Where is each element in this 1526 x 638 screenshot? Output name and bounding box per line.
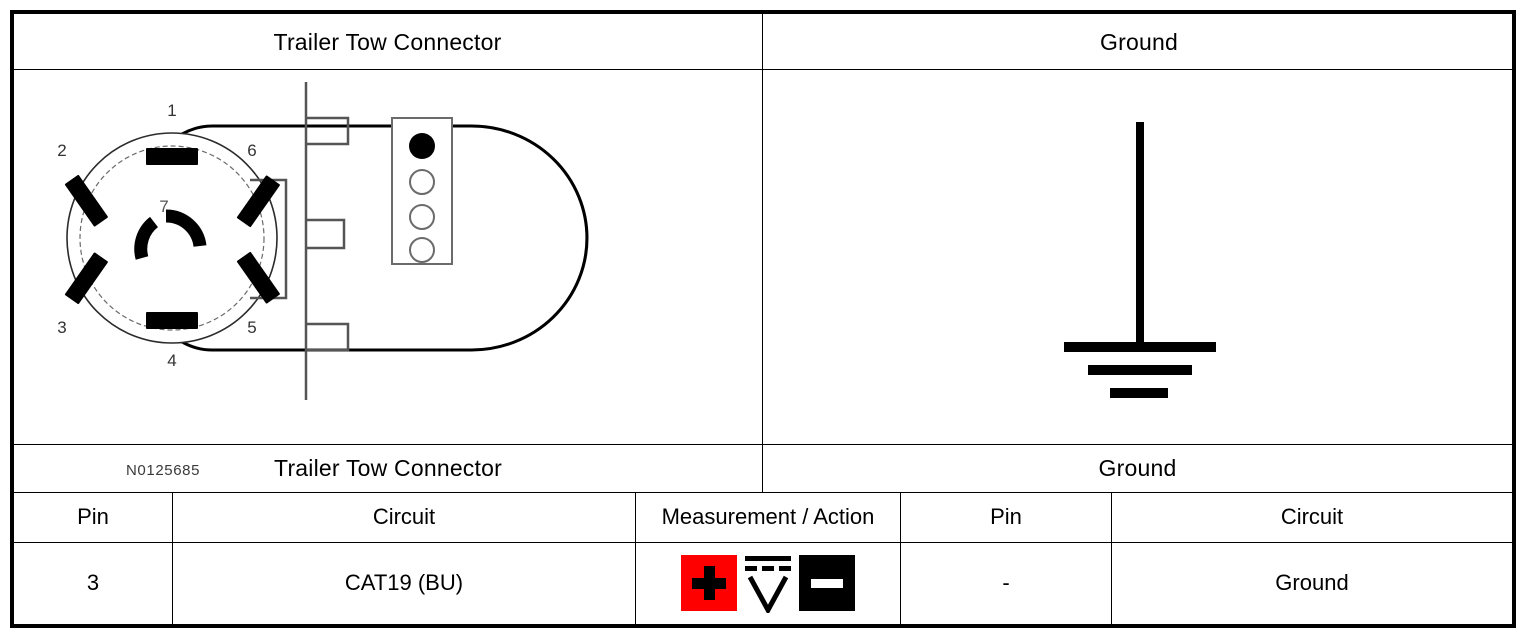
header-cell-connector: Trailer Tow Connector [14, 14, 761, 70]
dc-voltmeter-svg [745, 556, 791, 616]
cell-circuit-right: Ground [1275, 570, 1349, 595]
connector-diagram: 1 2 3 4 5 6 7 N0125685 [14, 70, 761, 479]
voltmeter-v-glyph [747, 575, 789, 616]
ground-bar-3 [1110, 388, 1168, 398]
divider-above-table-head [14, 492, 1512, 493]
pin-number-6: 6 [247, 141, 256, 160]
dc-dash-1 [745, 566, 757, 571]
column-header-pin-left-label: Pin [77, 504, 109, 529]
dc-voltmeter-icon [741, 553, 795, 616]
column-header-pin-left: Pin [14, 492, 172, 542]
latch-tab-middle [306, 218, 346, 250]
divider-col-pin-right [1111, 492, 1112, 624]
cell-pin-right-wrap: - [901, 542, 1111, 624]
cell-pin-right: - [1002, 570, 1010, 595]
minus-bar [811, 578, 843, 588]
pin-number-5: 5 [247, 318, 256, 337]
header-title-ground: Ground [1100, 28, 1178, 55]
divider-diagram-columns [762, 14, 763, 493]
divider-col-circuit-left [635, 492, 636, 624]
cell-pin-left: 3 [86, 570, 100, 595]
part-number-label: N0125685 [126, 462, 201, 479]
dc-solid-bar [745, 556, 791, 561]
cell-circuit-left-wrap: CAT19 (BU) [173, 542, 635, 624]
column-header-pin-right-label: Pin [990, 504, 1022, 529]
header-title-connector: Trailer Tow Connector [273, 28, 502, 55]
terminal-blade-2 [64, 174, 108, 227]
pin-number-2: 2 [57, 141, 66, 160]
terminal-hole-4 [409, 237, 435, 263]
dc-dash-3 [779, 566, 791, 571]
outer-frame: Trailer Tow Connector Ground [10, 10, 1516, 628]
pin-number-4: 4 [167, 351, 176, 370]
ground-svg [1064, 122, 1216, 398]
terminal-blade-4 [146, 312, 198, 329]
pin-number-7: 7 [159, 197, 168, 216]
terminal-blade-7-right [165, 209, 207, 248]
connector-svg: 1 2 3 4 5 6 7 [57, 82, 589, 400]
terminal-hole-1-filled [409, 133, 435, 159]
pin-number-3: 3 [57, 318, 66, 337]
cell-measurement-icons [636, 542, 900, 624]
header-cell-ground: Ground [766, 14, 1512, 70]
plus-vertical-bar [703, 566, 715, 600]
ground-diagram [766, 70, 1513, 444]
pin-number-1: 1 [167, 101, 176, 120]
section-header-ground: Ground [763, 444, 1512, 492]
cell-circuit-left: CAT19 (BU) [344, 570, 464, 595]
column-header-circuit-left-label: Circuit [372, 504, 436, 529]
ground-bar-1 [1064, 342, 1216, 352]
terminal-hole-3 [409, 204, 435, 230]
divider-col-pin-left [172, 492, 173, 624]
connector-face-circle [66, 132, 278, 344]
divider-col-measurement [900, 492, 901, 624]
column-header-measurement: Measurement / Action [636, 492, 900, 542]
column-header-measurement-label: Measurement / Action [661, 504, 875, 529]
table-row: 3 [14, 542, 172, 624]
column-header-pin-right: Pin [901, 492, 1111, 542]
section-title-ground: Ground [1098, 454, 1177, 481]
terminal-blade-6 [236, 175, 280, 228]
dc-dash-2 [762, 566, 774, 571]
terminal-hole-2 [409, 169, 435, 195]
column-header-circuit-right-label: Circuit [1280, 504, 1344, 529]
negative-lead-icon [799, 555, 855, 611]
divider-below-table-head [14, 542, 1512, 543]
column-header-circuit-left: Circuit [173, 492, 635, 542]
divider-below-diagram [14, 444, 1512, 445]
positive-lead-icon [681, 555, 737, 611]
terminal-blade-5 [236, 251, 280, 304]
connector-pin-circle [79, 145, 265, 331]
ground-bar-2 [1088, 365, 1192, 375]
section-header-connector: Trailer Tow Connector [14, 444, 762, 492]
latch-tab-bottom [306, 322, 350, 352]
section-title-connector: Trailer Tow Connector [274, 454, 502, 481]
divider-below-title [14, 69, 1512, 70]
cell-circuit-right-wrap: Ground [1112, 542, 1512, 624]
terminal-blade-1 [146, 148, 198, 165]
latch-tab-top [306, 116, 350, 146]
terminal-blade-7-left [134, 216, 159, 260]
column-header-circuit-right: Circuit [1112, 492, 1512, 542]
terminal-blade-3 [64, 252, 108, 305]
